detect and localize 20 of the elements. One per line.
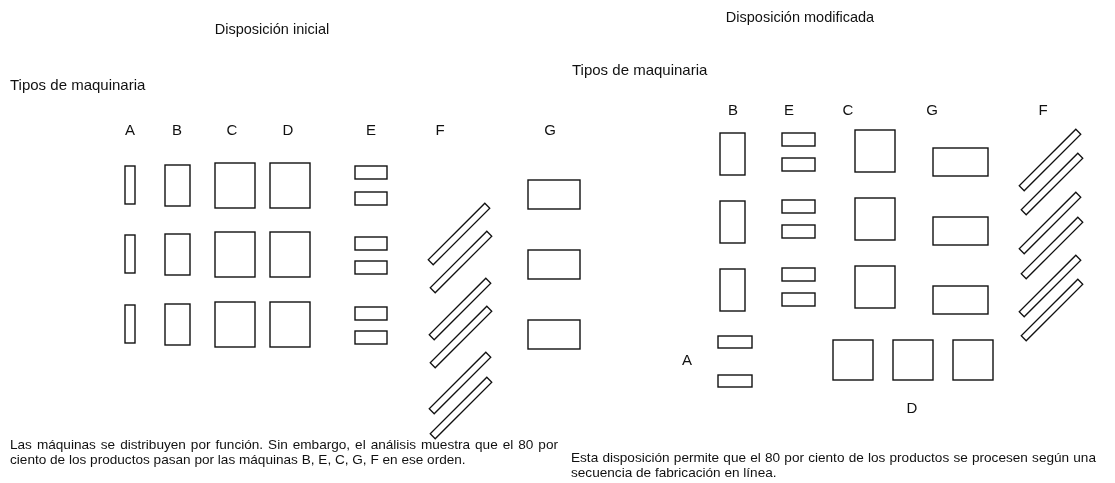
machine-type-letter: G	[926, 102, 938, 119]
machine-type-letter: E	[366, 122, 376, 139]
machine-type-letter: A	[682, 352, 692, 369]
machine-type-letter: C	[226, 122, 238, 139]
description-paragraph: Las máquinas se distribuyen por función. Sin embargo, el análisis muestra que el 80 por ciento de los productos pasan por las máquinas B, E, C, G, F en ese orden.	[10, 438, 558, 467]
layout-heading: Disposición modificada	[725, 10, 875, 26]
machine-type-letter: G	[544, 122, 556, 139]
section-label: Tipos de maquinaria	[10, 77, 146, 94]
machine-type-letter: D	[282, 122, 294, 139]
layout-heading: Disposición inicial	[214, 22, 330, 38]
machine-type-letter: C	[842, 102, 854, 119]
machine-type-letter: D	[906, 400, 918, 417]
machine-type-letter: B	[728, 102, 738, 119]
machine-type-letter: A	[125, 122, 135, 139]
machine-type-letter: F	[1038, 102, 1048, 119]
machine-type-letter: B	[172, 122, 182, 139]
section-label: Tipos de maquinaria	[572, 62, 708, 79]
machine-type-letter: E	[784, 102, 794, 119]
description-paragraph: Esta disposición permite que el 80 por ciento de los productos se procesen según una secuencia de fabricación en línea.	[571, 451, 1096, 480]
machine-type-letter: F	[435, 122, 445, 139]
